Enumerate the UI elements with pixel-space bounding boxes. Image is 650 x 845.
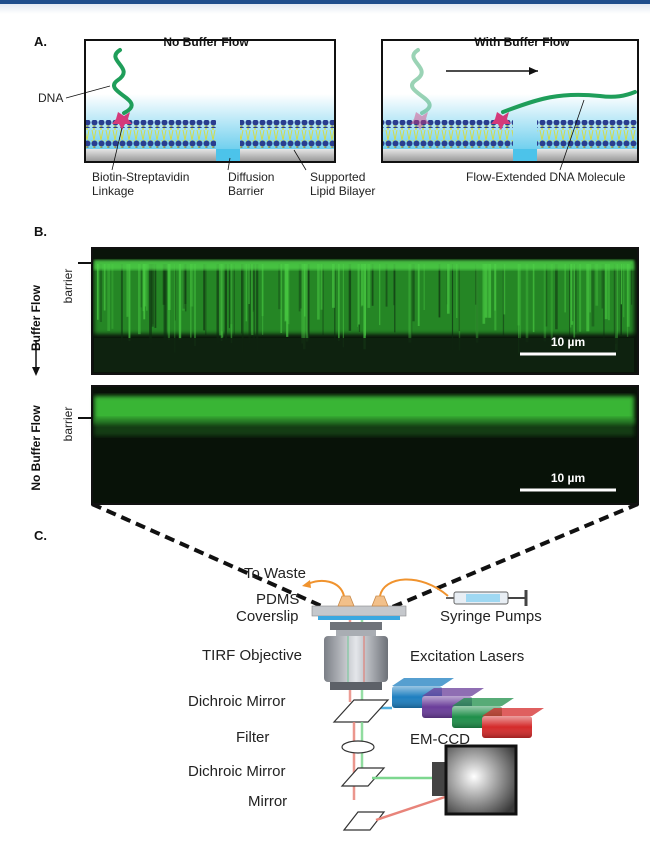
journal-header-fade [0,4,650,14]
dna-strand-left [112,48,134,115]
label-lipid-line2: Lipid Bilayer [310,184,375,198]
label-dna: DNA [38,91,63,105]
excitation-lasers-group [392,678,544,738]
dichroic-mirror-1 [332,699,390,723]
panel-a-letter: A. [34,34,47,49]
label-filter: Filter [236,729,269,746]
label-flow-extended: Flow-Extended DNA Molecule [466,170,626,184]
label-dichroic-mirror-2: Dichroic Mirror [188,763,286,780]
syringe-pump-icon [446,590,528,606]
panel-a-right-schematic [381,39,639,163]
label-pdms: PDMS [256,591,299,608]
label-syringe-pumps: Syringe Pumps [440,608,542,625]
flowcell-stage [311,595,407,620]
no-buffer-flow-side-label: No Buffer Flow [29,405,43,491]
emission-filter [341,740,375,754]
label-mirror: Mirror [248,793,287,810]
scale-label-top: 10 µm [551,335,585,349]
label-dichroic-mirror-1: Dichroic Mirror [188,693,286,710]
label-coverslip: Coverslip [236,608,299,625]
panel-a-left-title: No Buffer Flow [163,35,249,49]
mirror [342,811,386,831]
zoom-line-left [91,502,327,610]
panel-b-letter: B. [34,224,47,239]
tirf-objective [324,622,388,690]
label-tirf-objective: TIRF Objective [202,647,302,664]
streptavidin-left [112,112,132,130]
dna-strand-extended [501,90,637,114]
dichroic-mirror-2 [340,767,386,787]
label-lipid-line1: Supported [310,170,365,184]
panel-a-right-title: With Buffer Flow [474,35,570,49]
scale-label-bottom: 10 µm [551,471,585,485]
emccd-camera [432,744,518,816]
label-biotin-line1: Biotin-Streptavidin [92,170,189,184]
dna-strand-ghost [410,48,432,115]
panel-c-letter: C. [34,528,47,543]
label-emccd: EM-CCD [410,731,470,748]
zoom-line-right [389,502,639,610]
panel-a-left-schematic [84,39,336,163]
microscopy-image-noflow: 10 µm [91,385,639,505]
label-diffusion-line2: Barrier [228,184,264,198]
label-excitation-lasers: Excitation Lasers [410,648,524,665]
label-biotin-line2: Linkage [92,184,134,198]
journal-header-bar [0,0,650,4]
microscopy-image-flow: 10 µm [91,247,639,375]
label-diffusion-line1: Diffusion [228,170,274,184]
waste-tube [307,579,345,597]
barrier-label-bottom: barrier [61,407,75,442]
barrier-label-top: barrier [61,269,75,304]
label-to-waste: To Waste [244,565,306,582]
inlet-tube [379,578,449,597]
buffer-flow-side-label: Buffer Flow [29,284,43,351]
